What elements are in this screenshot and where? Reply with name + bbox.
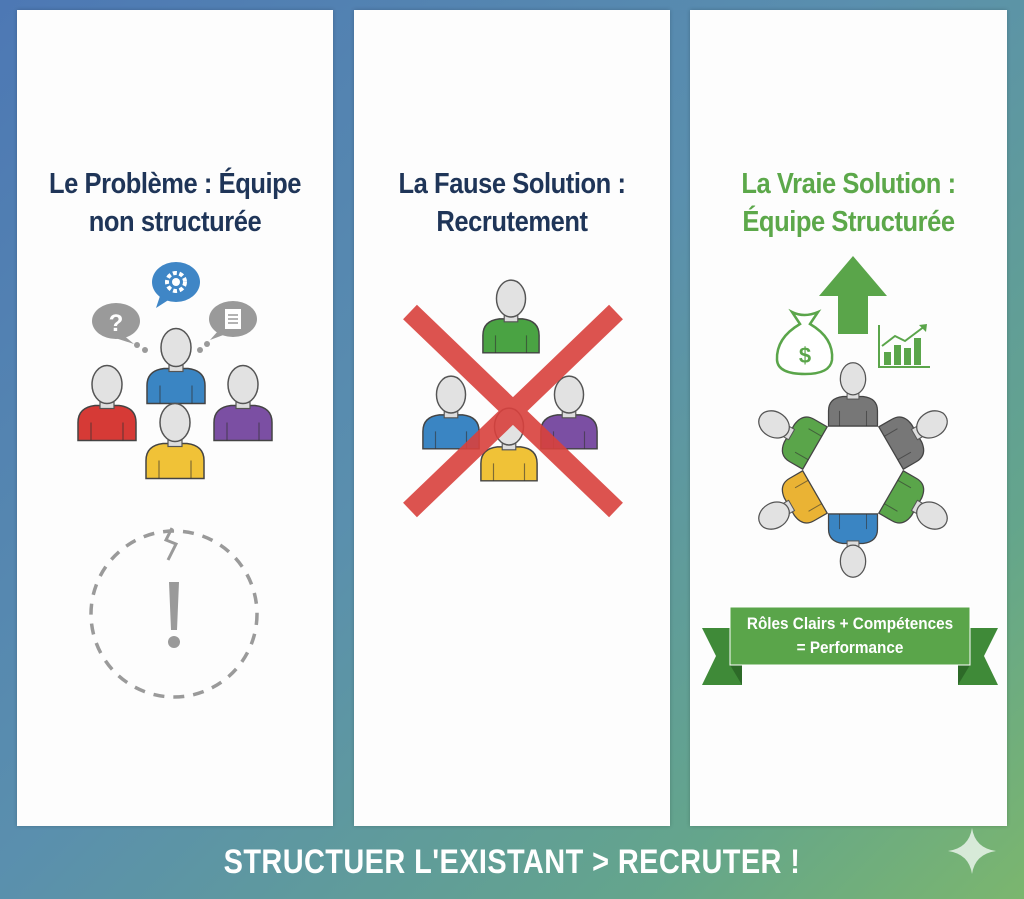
- title-line: non structurée: [88, 206, 262, 238]
- sparkle-icon: [948, 828, 996, 874]
- title-line: La Fause Solution :: [398, 168, 626, 200]
- title-line: Recrutement: [436, 206, 588, 238]
- panel-title-false-solution: La Fause Solution : Recrutement: [373, 165, 651, 241]
- banner-line: Rôles Clairs + Compétences: [746, 614, 954, 633]
- title-line: Équipe Structurée: [742, 206, 955, 238]
- banner-text: Rôles Clairs + Compétences = Performance: [742, 612, 958, 660]
- panel-title-true-solution: La Vraie Solution : Équipe Structurée: [709, 165, 988, 241]
- title-line: La Vraie Solution :: [741, 168, 956, 200]
- panel-true-solution: La Vraie Solution : Équipe Structurée: [690, 10, 1007, 826]
- panel-title-problem: Le Problème : Équipe non structurée: [36, 165, 314, 241]
- footer-slogan: STRUCTUER L'EXISTANT > RECRUTER !: [223, 843, 801, 881]
- title-line: Le Problème : Équipe: [48, 168, 302, 200]
- panel-problem: Le Problème : Équipe non structurée: [17, 10, 333, 826]
- banner-line: = Performance: [796, 638, 904, 657]
- panel-false-solution: La Fause Solution : Recrutement: [354, 10, 670, 826]
